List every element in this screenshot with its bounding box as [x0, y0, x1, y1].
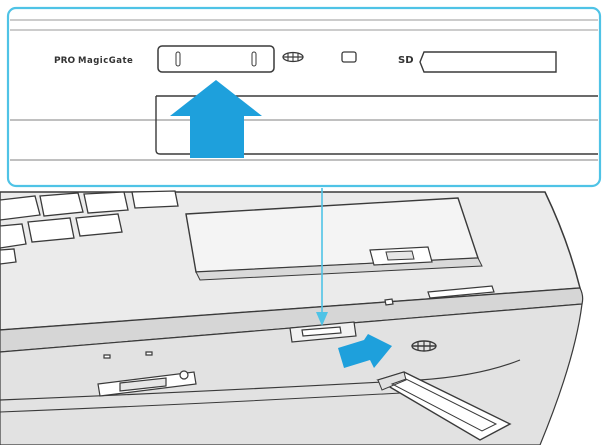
memory-stick-logo-icon	[282, 51, 304, 63]
touchpad	[185, 197, 483, 281]
insert-arrow-icon	[338, 334, 392, 368]
keyboard	[0, 190, 179, 265]
memory-stick-slot	[157, 45, 275, 73]
callout-zoom-panel: PRO MagicGate SD	[6, 6, 602, 188]
callout-connector-pointer	[316, 312, 328, 326]
sd-label: SD	[398, 55, 414, 66]
magicgate-label: MagicGate	[78, 56, 133, 66]
sd-card-slot	[419, 51, 557, 73]
up-arrow-icon	[170, 80, 262, 158]
memory-stick-logo-icon	[411, 340, 437, 352]
indicator-square	[341, 51, 357, 63]
memory-stick-media	[376, 371, 512, 441]
pro-label: PRO	[54, 56, 76, 66]
front-ports	[97, 285, 495, 397]
laptop-illustration	[0, 190, 600, 445]
